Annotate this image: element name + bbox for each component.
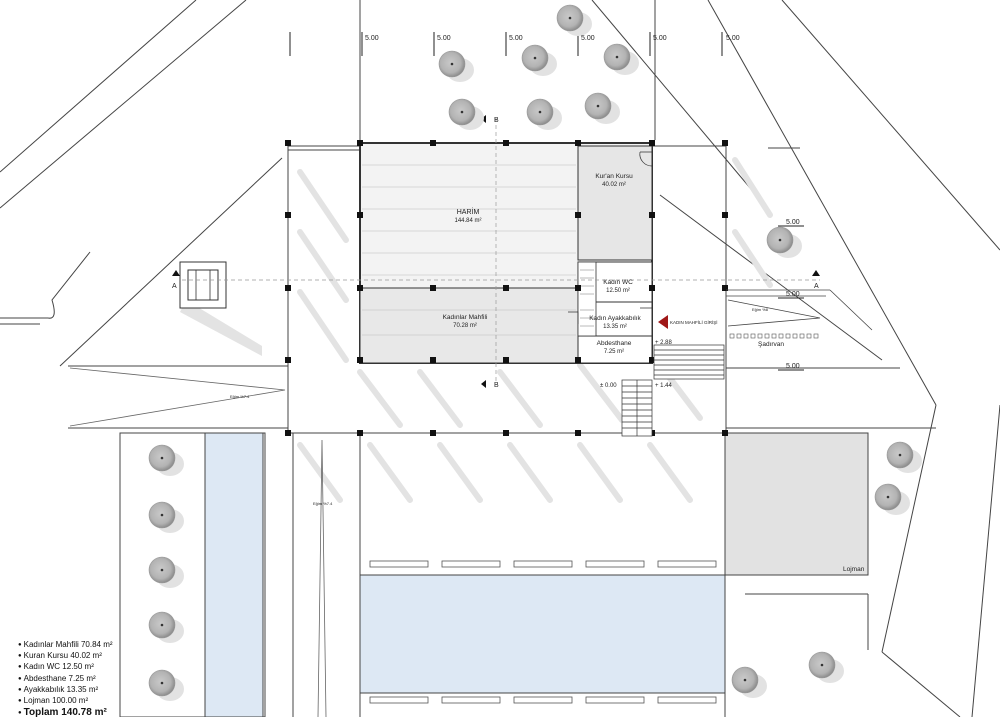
stair-core <box>580 269 594 327</box>
section-label-a-left: A <box>172 283 177 290</box>
tree-trunk-dot <box>886 495 890 499</box>
abdesthane-name: Abdesthane <box>597 340 632 347</box>
right-dimension-label-3: 5.00 <box>786 363 800 370</box>
legend-item: Kadınlar Mahfili 70.84 m² <box>18 640 113 651</box>
wc-name: Kadın WC <box>603 279 633 286</box>
ayakkabilik-area: 13.35 m² <box>603 324 627 330</box>
dimension-label-3: 5.00 <box>509 35 523 42</box>
level-144: + 1.44 <box>655 383 673 389</box>
entrance-stairs <box>621 344 725 437</box>
section-lines <box>182 118 820 384</box>
dimension-label-4: 5.00 <box>581 35 595 42</box>
ayakkabilik-name: Kadın Ayakkabılık <box>589 315 641 322</box>
legend-item: Ayakkabılık 13.35 m² <box>18 685 113 696</box>
right-dimension-label-2: 5.00 <box>786 291 800 298</box>
dimension-label-5: 5.00 <box>653 35 667 42</box>
abdesthane-area: 7.25 m² <box>604 349 624 355</box>
dimension-label-2: 5.00 <box>437 35 451 42</box>
slope-label-right: Eğim %8 <box>752 307 769 312</box>
minaret <box>179 261 262 356</box>
entrance-arrow-icon <box>658 315 668 329</box>
legend-item: Kadın WC 12.50 m² <box>18 662 113 673</box>
kadinlar-name: Kadınlar Mahfili <box>443 314 488 321</box>
harim-area: 144.84 m² <box>454 218 481 224</box>
tree-trunk-dot <box>820 663 824 667</box>
dimension-ticks <box>289 32 804 371</box>
harim-name: HARİM <box>457 207 480 216</box>
tree-trunk-dot <box>568 16 572 20</box>
kuran-area: 40.02 m² <box>602 182 626 188</box>
section-label-b-bottom: B <box>494 382 499 389</box>
slope-label-left: Eğim %7.4 <box>230 394 250 399</box>
column-shadows <box>297 157 773 503</box>
legend-item: Lojman 100.00 m² <box>18 696 113 707</box>
legend-item: Kuran Kursu 40.02 m² <box>18 651 113 662</box>
tree-trunk-dot <box>778 238 782 242</box>
left-ramp <box>69 367 286 427</box>
dimension-label-1: 5.00 <box>365 35 379 42</box>
tree-trunk-dot <box>743 678 747 682</box>
tree-trunk-dot <box>615 55 619 59</box>
right-ramp <box>726 289 873 331</box>
tree-trunk-dot <box>160 513 164 517</box>
tree-trunk-dot <box>898 453 902 457</box>
tree-trunk-dot <box>460 110 464 114</box>
kadinlar-area: 70.28 m² <box>453 323 477 329</box>
section-label-a-right: A <box>814 283 819 290</box>
tree-trunk-dot <box>160 623 164 627</box>
entrance-label: KADIN MAHFİLİ GİRİŞİ <box>670 319 718 325</box>
trees <box>148 4 922 701</box>
kuran-name: Kur'an Kursu <box>595 173 633 180</box>
courtyard <box>119 432 869 717</box>
area-legend: Kadınlar Mahfili 70.84 m² Kuran Kursu 40… <box>18 640 113 719</box>
tree-trunk-dot <box>533 56 537 60</box>
tree-trunk-dot <box>596 104 600 108</box>
harim-floor-lines <box>362 164 576 336</box>
benches <box>369 560 717 704</box>
tree-trunk-dot <box>160 568 164 572</box>
lojman-label: Lojman <box>843 566 865 573</box>
dimension-label-6: 5.00 <box>726 35 740 42</box>
level-288: + 2.88 <box>655 340 673 346</box>
columns <box>285 140 728 436</box>
wc-area: 12.50 m² <box>606 288 630 294</box>
level-000: ± 0.00 <box>600 383 617 389</box>
right-dimension-label-1: 5.00 <box>786 219 800 226</box>
tree-trunk-dot <box>450 62 454 66</box>
tree-trunk-dot <box>160 681 164 685</box>
legend-item: Abdesthane 7.25 m² <box>18 674 113 685</box>
tree-trunk-dot <box>160 456 164 460</box>
slope-label-bottom: Eğim %7.4 <box>313 501 333 506</box>
tree-trunk-dot <box>538 110 542 114</box>
labels: 5.00 5.00 5.00 5.00 5.00 5.00 5.00 5.00 … <box>172 35 865 573</box>
door-swings <box>568 151 653 324</box>
sadirvan-taps <box>729 333 819 339</box>
sadirvan-label: Şadırvan <box>758 341 784 348</box>
bottom-ramp <box>317 439 327 717</box>
legend-total: Toplam 140.78 m² <box>18 708 113 719</box>
section-label-b-top: B <box>494 117 499 124</box>
